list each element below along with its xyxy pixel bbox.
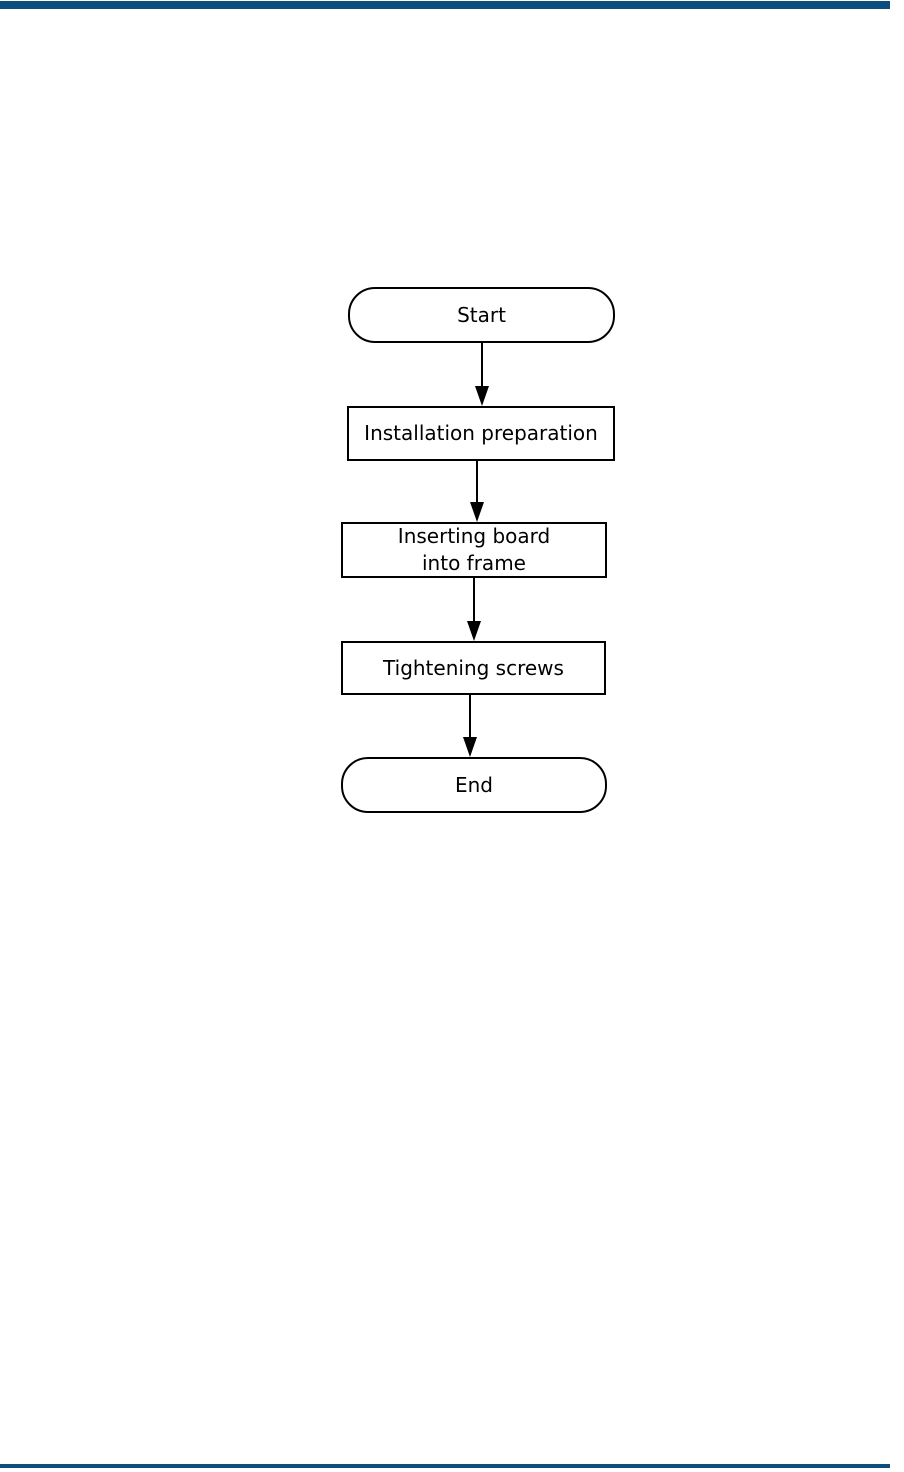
flow-node-label: Tightening screws <box>383 655 564 680</box>
flow-arrow-1 <box>475 342 489 406</box>
footer-rule <box>0 1464 890 1468</box>
arrow-head-icon <box>475 386 489 406</box>
arrow-head-icon <box>470 502 484 522</box>
flow-node-tightening-screws: Tightening screws <box>341 641 606 695</box>
arrow-head-icon <box>467 621 481 641</box>
flow-node-label: Start <box>457 302 506 327</box>
arrow-shaft <box>481 342 483 386</box>
flow-node-label-line: into frame <box>422 551 526 575</box>
flow-node-installation-preparation: Installation preparation <box>347 406 615 461</box>
flow-node-label: Inserting board into frame <box>398 523 550 577</box>
flow-node-inserting-board-into-frame: Inserting board into frame <box>341 522 607 578</box>
flow-arrow-3 <box>467 578 481 641</box>
flow-node-label: End <box>454 772 493 797</box>
arrow-head-icon <box>463 737 477 757</box>
header-rule <box>0 1 890 9</box>
flow-node-start: Start <box>348 287 615 343</box>
flow-node-end: End <box>341 757 607 813</box>
flow-arrow-4 <box>463 695 477 757</box>
flow-node-label: Installation preparation <box>364 421 598 445</box>
arrow-shaft <box>473 578 475 621</box>
arrow-shaft <box>469 695 471 737</box>
arrow-shaft <box>476 461 478 502</box>
flow-arrow-2 <box>470 461 484 522</box>
flow-node-label-line: Inserting board <box>397 524 551 548</box>
